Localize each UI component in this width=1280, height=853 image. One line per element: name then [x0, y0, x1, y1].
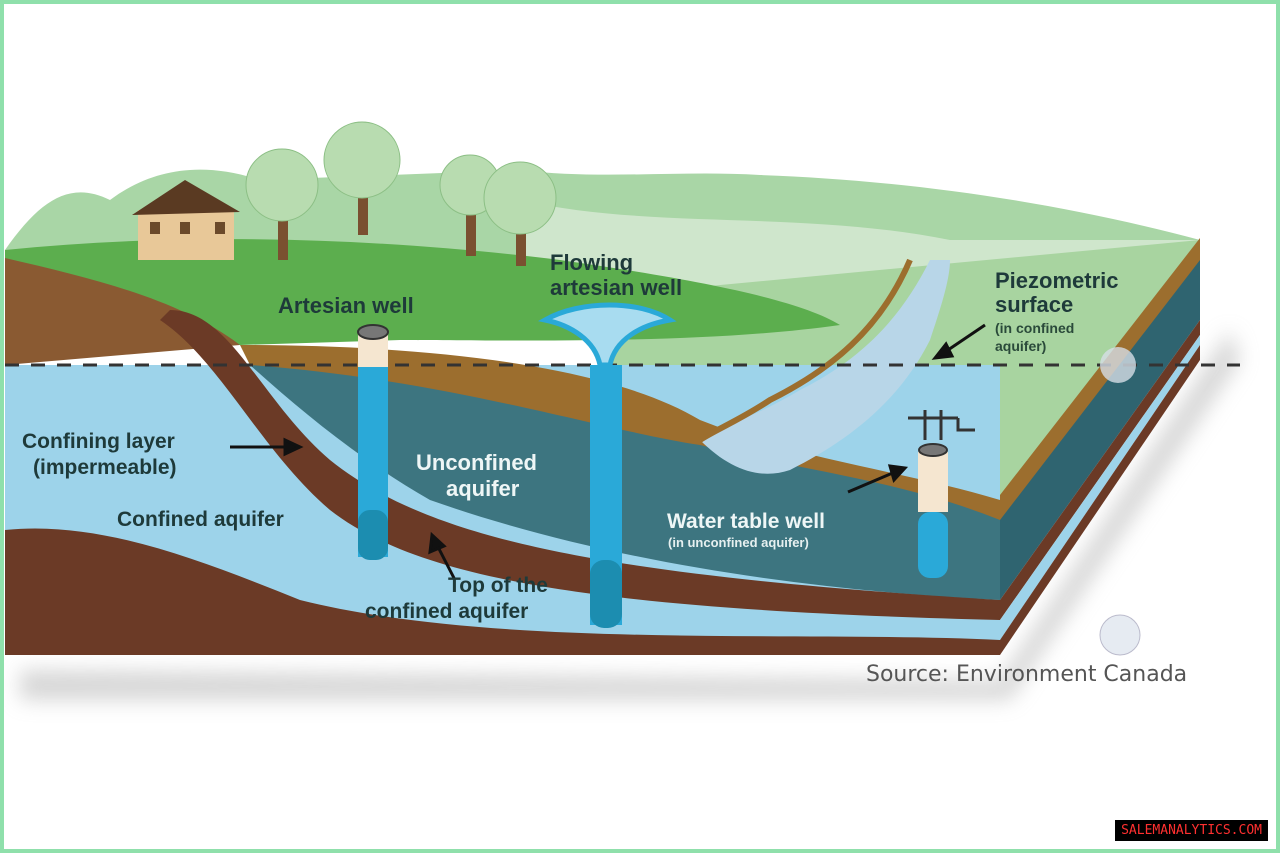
label-piezo-2: surface	[995, 292, 1073, 317]
artesian-well	[357, 324, 389, 560]
aquifer-diagram: Artesian well Flowing artesian well Piez…	[5, 121, 1240, 700]
label-top-1: Top of the	[448, 574, 548, 597]
riverbank	[698, 258, 913, 443]
label-unconfined-1: Unconfined	[416, 450, 537, 475]
label-top-2: confined aquifer	[365, 600, 528, 623]
trees-icon	[245, 121, 557, 266]
label-water-table-1: Water table well	[667, 510, 825, 533]
side-face-confining	[1000, 320, 1200, 620]
label-artesian-well: Artesian well	[278, 293, 414, 318]
label-piezo-1: Piezometric	[995, 268, 1119, 293]
sphere-icon	[1099, 614, 1141, 656]
label-confining-1: Confining layer	[22, 430, 175, 453]
side-face-bedrock	[1000, 345, 1200, 655]
side-face-teal	[1000, 240, 1200, 600]
flowing-artesian-well	[537, 302, 677, 628]
watermark: SALEMANALYTICS.COM	[1115, 820, 1268, 841]
label-piezo-4: aquifer)	[995, 338, 1046, 354]
house-icon	[132, 180, 240, 260]
label-flowing-1: Flowing	[550, 250, 633, 275]
water-table-well	[908, 410, 975, 578]
source-credit: Source: Environment Canada	[866, 662, 1187, 687]
label-unconfined-2: aquifer	[446, 476, 520, 501]
topsoil	[5, 258, 240, 365]
side-face-aquifer	[1000, 335, 1200, 640]
sphere-icon	[1100, 347, 1136, 383]
bottom-bedrock	[5, 528, 1000, 655]
label-water-table-2: (in unconfined aquifer)	[668, 535, 809, 550]
unconfined-aquifer-layer	[250, 365, 1000, 600]
label-flowing-2: artesian well	[550, 275, 682, 300]
side-face-soil	[1000, 238, 1200, 520]
confining-layer-band	[160, 310, 1000, 620]
label-confining-2: (impermeable)	[33, 456, 177, 479]
arrows	[230, 323, 986, 581]
river	[700, 260, 950, 474]
label-confined-aquifer: Confined aquifer	[117, 508, 284, 531]
label-piezo-3: (in confined	[995, 320, 1074, 336]
